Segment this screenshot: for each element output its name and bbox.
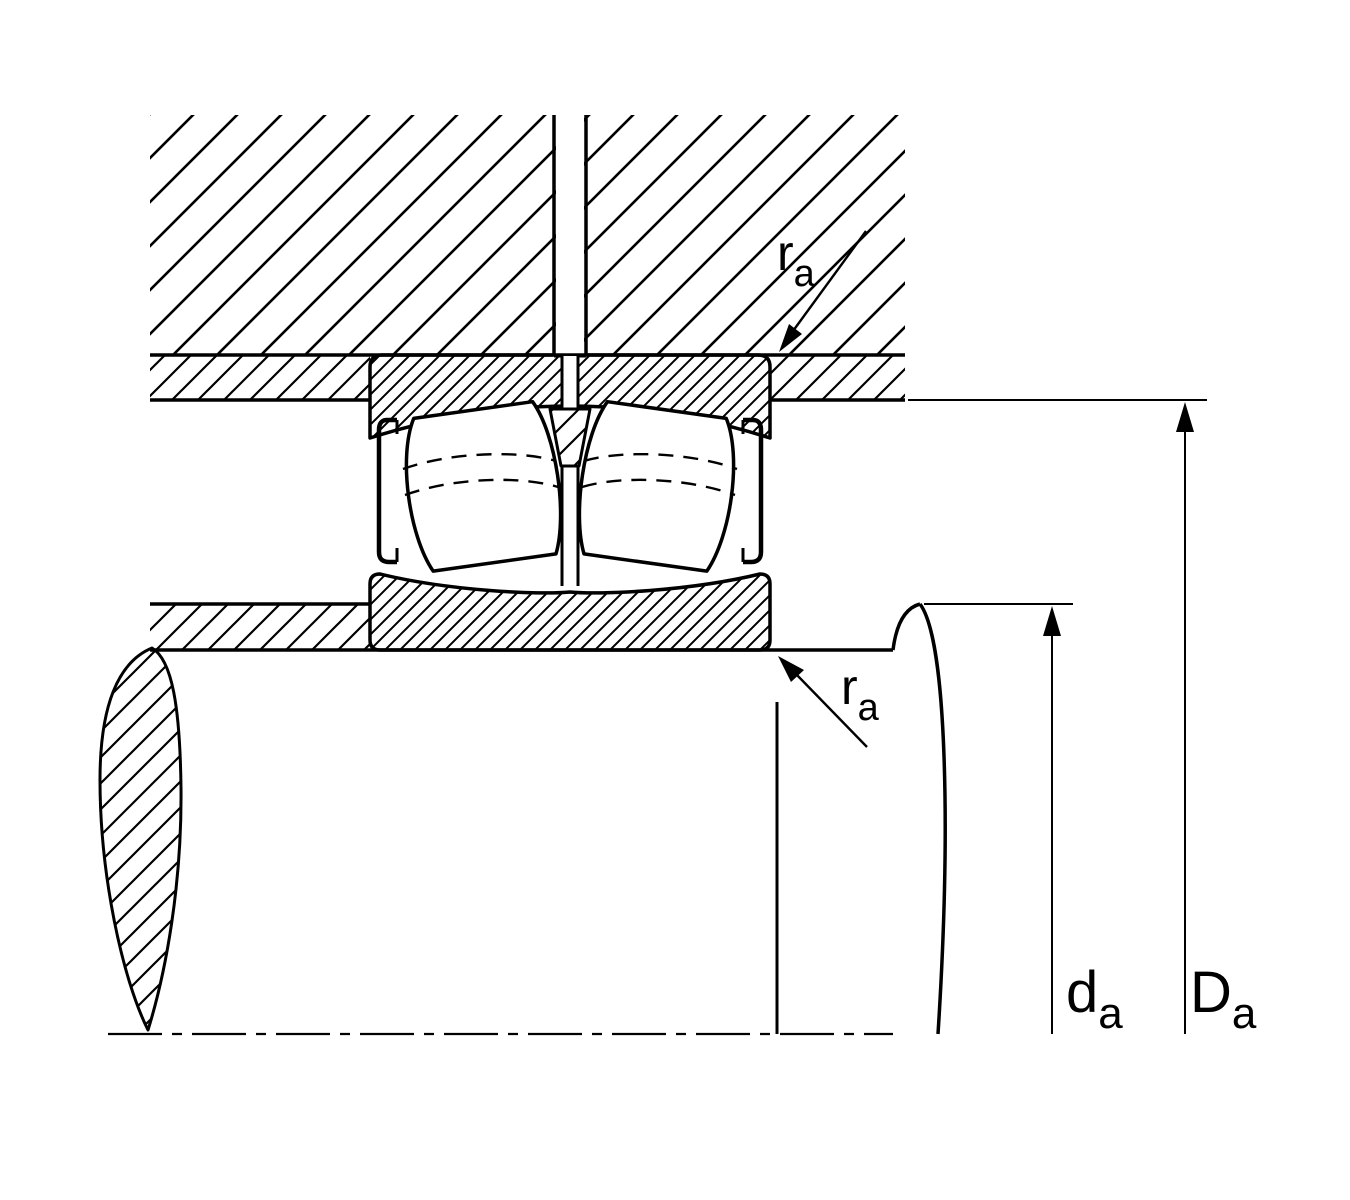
lubrication-hole-cutout [556,112,584,357]
shaft-shoulder-hatch [150,604,370,650]
label-ra-top: ra [777,225,816,295]
inner-ring-section [368,572,772,652]
roller-right [577,399,736,573]
seal-left [376,417,397,565]
label-da: da [1066,960,1123,1038]
housing-shoulder-right-hatch [770,355,905,400]
housing-section [150,112,905,402]
da-arrowhead-icon [1043,606,1061,636]
hidden-raceway-lines [402,452,738,497]
ra-top-arrowhead-icon [779,324,802,352]
shaft-break-section [98,646,183,1032]
housing-shoulder-left-hatch [150,355,370,400]
Da-arrowhead-icon [1176,402,1194,432]
label-Da: Da [1190,960,1257,1038]
ra-bottom-leader-line [794,672,868,748]
outer-ring-lube-hole [563,356,577,409]
bearing [368,353,772,652]
shaft-section [98,602,947,1035]
lube-hole-inner-walls [560,356,580,409]
label-ra-bottom: ra [841,659,880,729]
housing-block-hatch [150,115,905,355]
ra-top-leader-line [792,230,867,332]
dimension-labels: ra ra da Da [777,225,1257,1038]
abutment-fillet [891,602,921,651]
seal-right [743,417,764,565]
guide-ring-walls [560,466,580,586]
roller-left [404,399,563,573]
ra-bottom-arrowhead-icon [778,656,804,682]
lubrication-hole-walls [552,115,588,355]
dimensions [778,230,1207,1034]
abutment-contour [918,602,947,1035]
